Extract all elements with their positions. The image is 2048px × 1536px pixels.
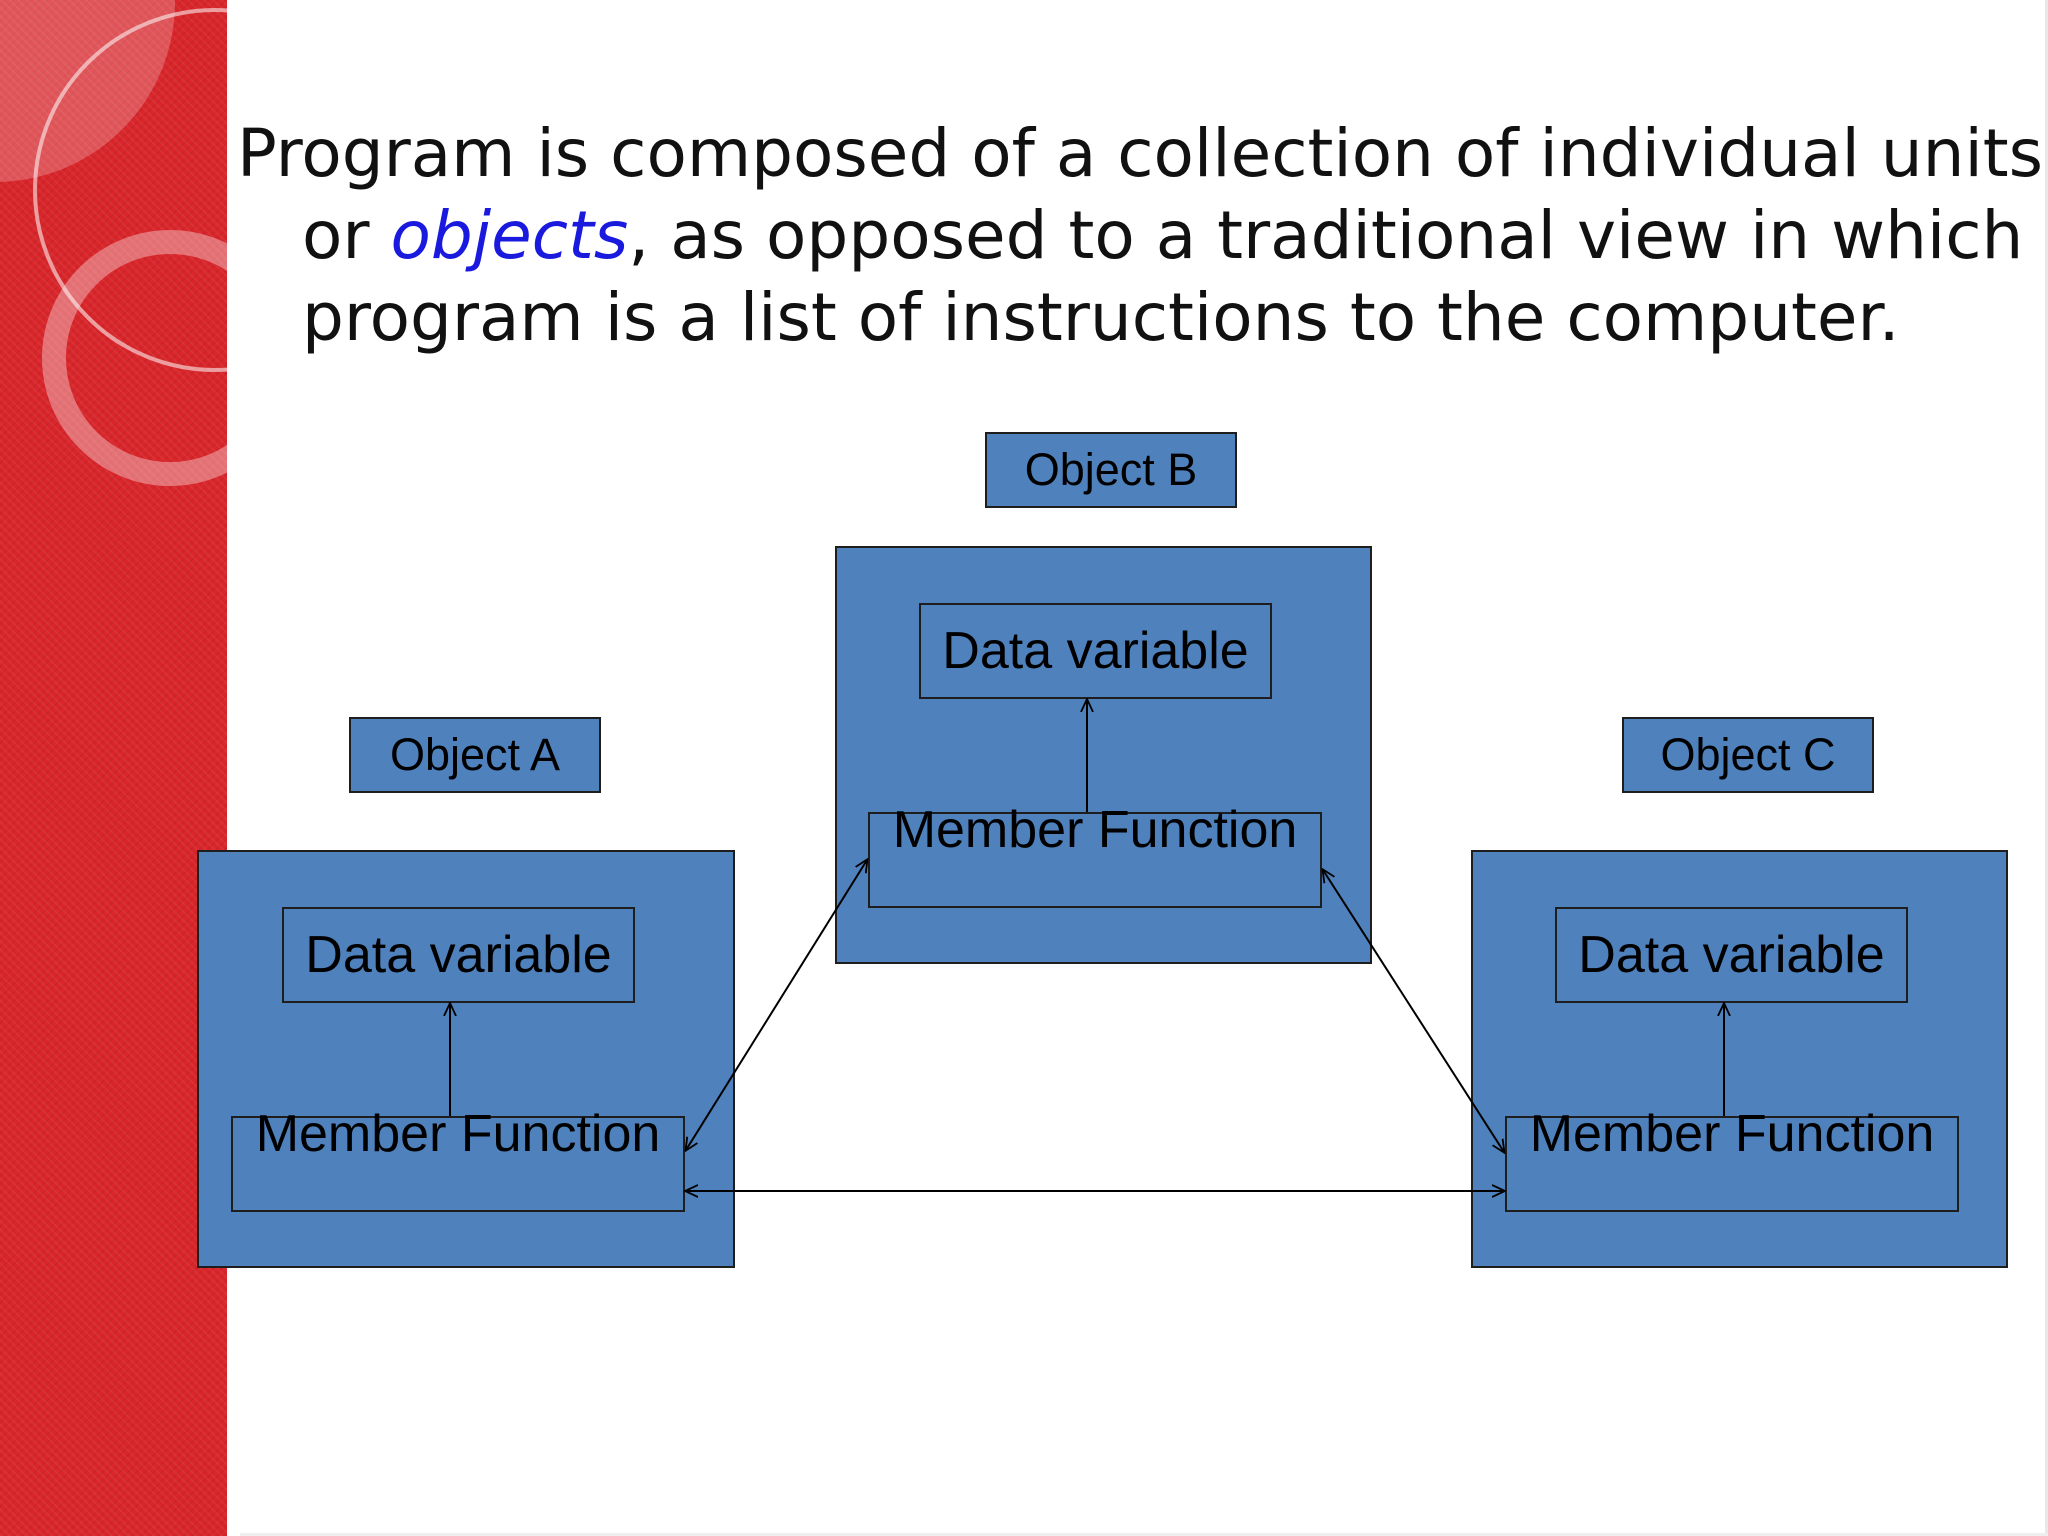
object-a-member-function — [231, 1116, 685, 1212]
intro-text-part-2: , as opposed to a traditional view in wh… — [302, 197, 2048, 356]
object-a-member-function-text: Member Function — [255, 1105, 661, 1163]
object-a-label: Object A — [349, 717, 601, 793]
object-b-data-variable: Data variable — [919, 603, 1272, 699]
object-c-label: Object C — [1622, 717, 1874, 793]
object-c-member-function — [1505, 1116, 1959, 1212]
intro-highlight-objects: objects — [390, 197, 629, 274]
object-c-data-variable: Data variable — [1555, 907, 1908, 1003]
decorative-circles — [0, 0, 227, 486]
red-side-band — [0, 0, 227, 1536]
intro-paragraph: Program is composed of a collection of i… — [237, 113, 2048, 359]
object-b-label: Object B — [985, 432, 1237, 508]
intro-text-part-1: Program is composed of a collection of i… — [237, 115, 2044, 274]
bottom-edge-line — [240, 1533, 2048, 1536]
object-b-member-function — [868, 812, 1322, 908]
object-b-label-text: Object B — [1024, 444, 1198, 495]
object-c-data-variable-text: Data variable — [1578, 926, 1885, 984]
right-edge-line — [2045, 0, 2048, 1536]
object-c-member-function-text: Member Function — [1529, 1105, 1935, 1163]
object-b-data-variable-text: Data variable — [942, 622, 1249, 680]
object-a-data-variable-text: Data variable — [305, 926, 612, 984]
object-a-label-text: Object A — [389, 729, 561, 780]
object-a-data-variable: Data variable — [282, 907, 635, 1003]
object-b-member-function-text: Member Function — [892, 801, 1298, 859]
object-c-label-text: Object C — [1660, 729, 1836, 780]
